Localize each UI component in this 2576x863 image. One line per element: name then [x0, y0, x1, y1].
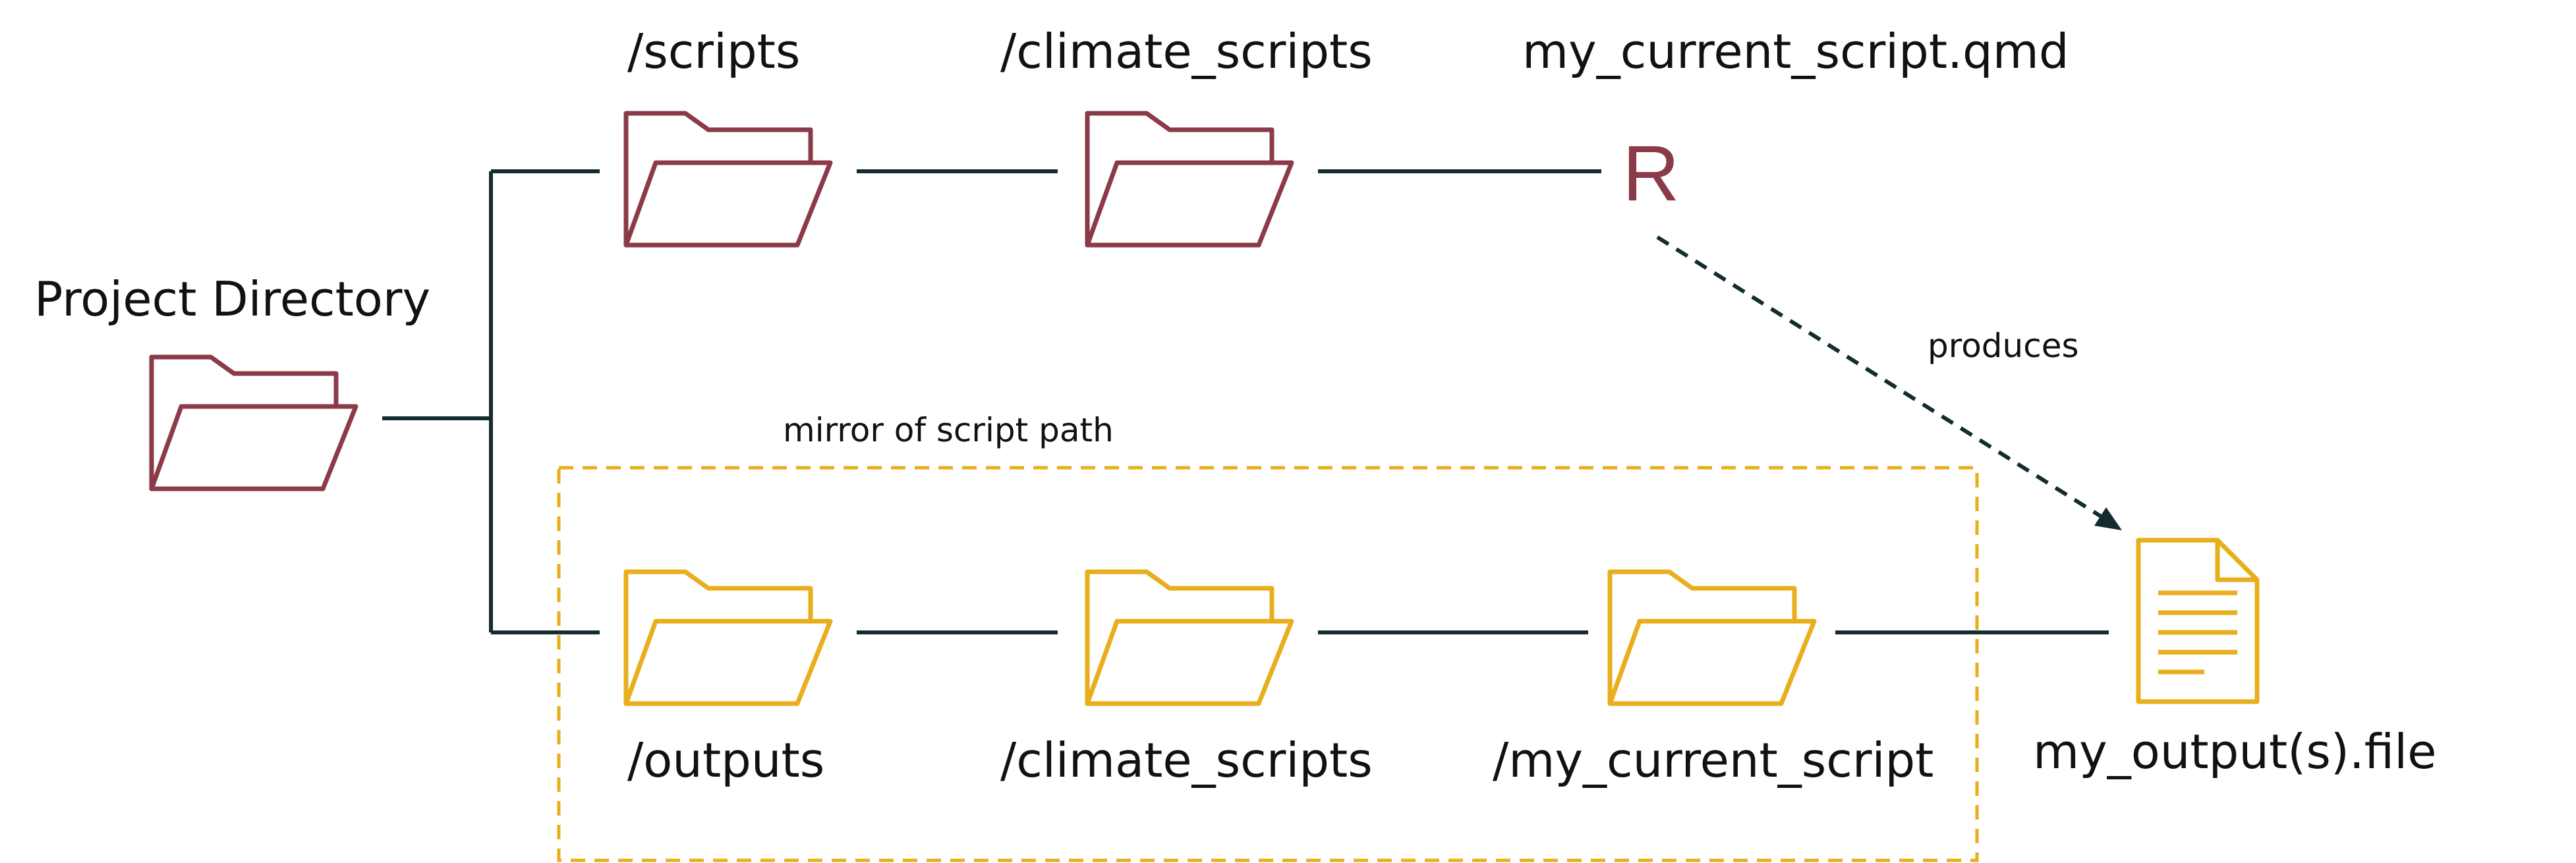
project-folder-icon	[152, 357, 356, 489]
produces-label: produces	[1928, 327, 2079, 365]
climate-scripts-top-folder-icon	[1087, 113, 1292, 245]
current-script-file-label: my_current_script.qmd	[1522, 24, 2069, 79]
document-icon	[2136, 538, 2260, 704]
climate-scripts-top-label: /climate_scripts	[1000, 24, 1373, 79]
output-file-label: my_output(s).file	[2033, 724, 2437, 779]
arrowhead	[2094, 507, 2122, 530]
mirror-caption: mirror of script path	[783, 411, 1114, 449]
my-current-script-folder-icon	[1610, 572, 1814, 704]
connector-lines	[382, 169, 2109, 634]
mirror-box	[557, 466, 1979, 862]
scripts-folder-icon	[626, 113, 830, 245]
project-directory-label: Project Directory	[34, 271, 431, 327]
climate-scripts-bottom-folder-icon	[1087, 572, 1292, 704]
my-current-script-label: /my_current_script	[1493, 733, 1934, 788]
scripts-label: /scripts	[627, 24, 801, 79]
r-logo-icon: R	[1622, 129, 1680, 217]
produces-arrow	[1656, 235, 2104, 519]
outputs-label: /outputs	[627, 733, 825, 788]
climate-scripts-bottom-label: /climate_scripts	[1000, 733, 1373, 788]
outputs-folder-icon	[626, 572, 830, 704]
